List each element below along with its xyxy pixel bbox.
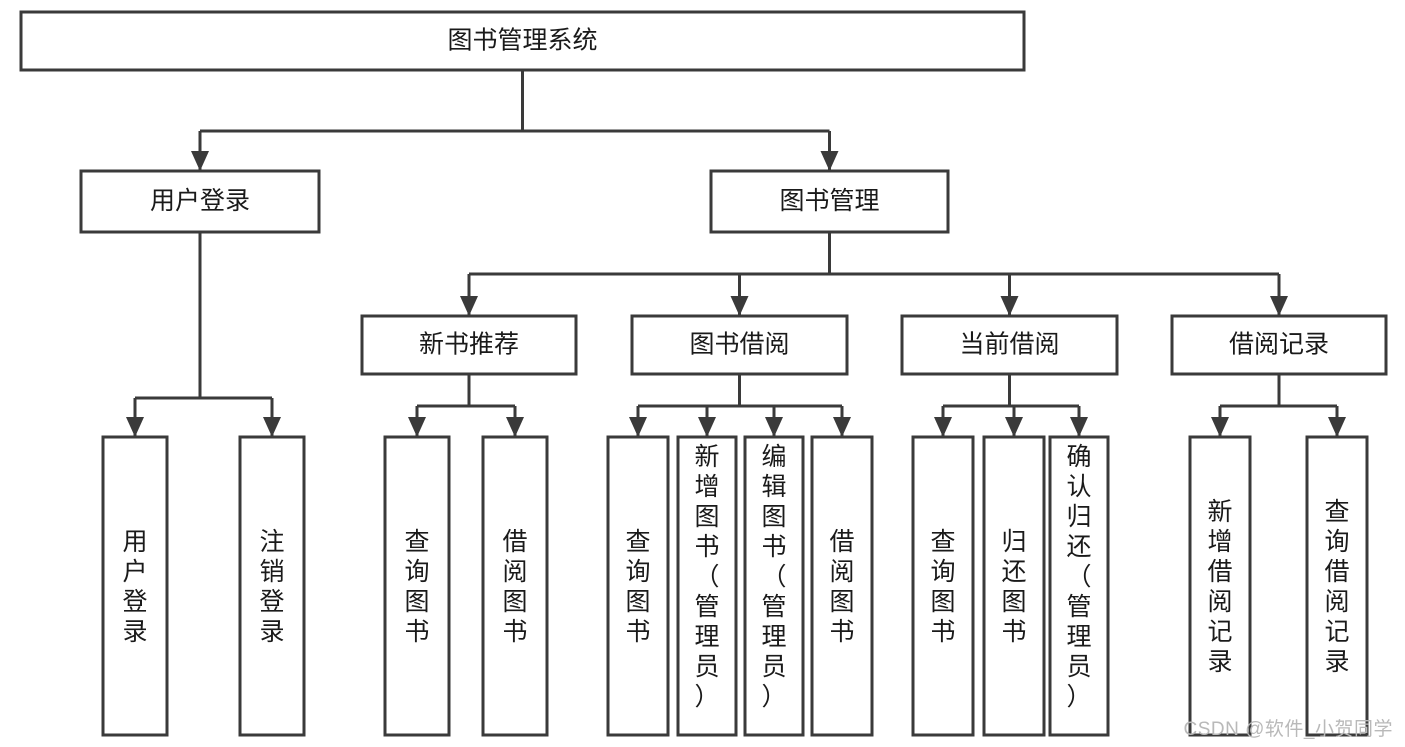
node-box-leaf-confirm-return-admin xyxy=(1048,435,1110,737)
node-root[interactable]: 图书管理系统 xyxy=(19,10,1026,72)
node-leaf-query-book-recommend[interactable]: 查询图书 xyxy=(383,435,451,737)
record-to-leaves-arrow-1 xyxy=(1328,417,1346,437)
watermark-text: CSDN @软件_小贺同学 xyxy=(1183,719,1393,740)
node-label-leaf-logout-login: 注销登录 xyxy=(259,528,284,646)
node-leaf-confirm-return-admin[interactable]: 确认归还（管理员） xyxy=(1048,435,1110,737)
node-box-leaf-query-borrow-record xyxy=(1305,435,1369,737)
bookmgmt-to-level3-arrow-3 xyxy=(1270,296,1288,316)
node-book-borrow[interactable]: 图书借阅 xyxy=(630,314,849,376)
node-label-new-book-recommend: 新书推荐 xyxy=(419,331,519,359)
borrow-to-leaves-arrow-3 xyxy=(833,417,851,437)
node-box-leaf-query-book-current xyxy=(911,435,975,737)
node-leaf-add-book-admin[interactable]: 新增图书（管理员） xyxy=(676,435,738,737)
node-label-current-borrow: 当前借阅 xyxy=(959,331,1059,359)
node-boxes-group: 图书管理系统用户登录图书管理新书推荐图书借阅当前借阅借阅记录用户登录注销登录查询… xyxy=(19,10,1388,737)
borrow-to-leaves-arrow-1 xyxy=(698,417,716,437)
node-book-management[interactable]: 图书管理 xyxy=(709,169,950,234)
node-label-root: 图书管理系统 xyxy=(447,27,597,55)
node-label-leaf-query-book-current: 查询图书 xyxy=(930,528,955,646)
node-box-leaf-query-book-borrow xyxy=(606,435,670,737)
node-leaf-query-borrow-record[interactable]: 查询借阅记录 xyxy=(1305,435,1369,737)
current-to-leaves-arrow-1 xyxy=(1005,417,1023,437)
node-label-leaf-borrow-book: 借阅图书 xyxy=(829,528,854,646)
node-leaf-borrow-book-recommend[interactable]: 借阅图书 xyxy=(481,435,549,737)
node-label-leaf-query-book-recommend: 查询图书 xyxy=(404,528,429,646)
root-to-level2-arrow-1 xyxy=(820,151,839,171)
current-to-leaves-arrow-2 xyxy=(1070,417,1088,437)
node-box-leaf-logout-login xyxy=(238,435,306,737)
bookmgmt-to-level3-arrow-1 xyxy=(730,296,749,316)
connector-lines-group xyxy=(126,70,1346,437)
node-leaf-query-book-borrow[interactable]: 查询图书 xyxy=(606,435,670,737)
node-box-leaf-edit-book-admin xyxy=(743,435,805,737)
node-box-borrow-record xyxy=(1170,314,1388,376)
node-label-leaf-confirm-return-admin: 确认归还（管理员） xyxy=(1066,443,1091,711)
node-box-user-login xyxy=(79,169,321,234)
node-box-new-book-recommend xyxy=(360,314,578,376)
node-box-leaf-add-book-admin xyxy=(676,435,738,737)
node-label-borrow-record: 借阅记录 xyxy=(1229,331,1329,359)
node-box-book-management xyxy=(709,169,950,234)
node-borrow-record[interactable]: 借阅记录 xyxy=(1170,314,1388,376)
node-leaf-query-book-current[interactable]: 查询图书 xyxy=(911,435,975,737)
node-box-book-borrow xyxy=(630,314,849,376)
node-leaf-user-login[interactable]: 用户登录 xyxy=(101,435,169,737)
node-box-current-borrow xyxy=(900,314,1119,376)
node-box-leaf-borrow-book xyxy=(810,435,874,737)
recommend-to-leaves-arrow-1 xyxy=(506,417,524,437)
node-label-leaf-edit-book-admin: 编辑图书（管理员） xyxy=(761,443,786,711)
node-current-borrow[interactable]: 当前借阅 xyxy=(900,314,1119,376)
node-label-book-management: 图书管理 xyxy=(779,187,879,215)
node-box-leaf-query-book-recommend xyxy=(383,435,451,737)
recommend-to-leaves-arrow-0 xyxy=(408,417,426,437)
node-label-leaf-query-book-borrow: 查询图书 xyxy=(625,528,650,646)
node-box-leaf-return-book xyxy=(982,435,1046,737)
node-new-book-recommend[interactable]: 新书推荐 xyxy=(360,314,578,376)
node-box-leaf-borrow-book-recommend xyxy=(481,435,549,737)
bookmgmt-to-level3-arrow-0 xyxy=(460,296,478,316)
node-label-leaf-query-borrow-record: 查询借阅记录 xyxy=(1324,498,1349,676)
node-box-leaf-add-borrow-record xyxy=(1188,435,1252,737)
node-box-root xyxy=(19,10,1026,72)
node-label-leaf-user-login: 用户登录 xyxy=(122,528,147,646)
bookmgmt-to-level3-arrow-2 xyxy=(1000,296,1019,316)
node-label-leaf-return-book: 归还图书 xyxy=(1001,528,1026,646)
root-to-level2-arrow-0 xyxy=(191,151,209,171)
node-leaf-add-borrow-record[interactable]: 新增借阅记录 xyxy=(1188,435,1252,737)
node-leaf-return-book[interactable]: 归还图书 xyxy=(982,435,1046,737)
record-to-leaves-arrow-0 xyxy=(1211,417,1229,437)
node-label-leaf-add-book-admin: 新增图书（管理员） xyxy=(694,443,719,711)
userlogin-to-leaves-arrow-0 xyxy=(126,417,144,437)
node-box-leaf-user-login xyxy=(101,435,169,737)
borrow-to-leaves-arrow-0 xyxy=(629,417,647,437)
node-leaf-logout-login[interactable]: 注销登录 xyxy=(238,435,306,737)
userlogin-to-leaves-arrow-1 xyxy=(263,417,281,437)
node-label-book-borrow: 图书借阅 xyxy=(689,331,789,359)
node-label-leaf-add-borrow-record: 新增借阅记录 xyxy=(1207,498,1232,676)
borrow-to-leaves-arrow-2 xyxy=(765,417,783,437)
node-user-login[interactable]: 用户登录 xyxy=(79,169,321,234)
current-to-leaves-arrow-0 xyxy=(934,417,952,437)
node-label-leaf-borrow-book-recommend: 借阅图书 xyxy=(502,528,527,646)
node-leaf-edit-book-admin[interactable]: 编辑图书（管理员） xyxy=(743,435,805,737)
node-label-user-login: 用户登录 xyxy=(150,187,250,215)
node-leaf-borrow-book[interactable]: 借阅图书 xyxy=(810,435,874,737)
